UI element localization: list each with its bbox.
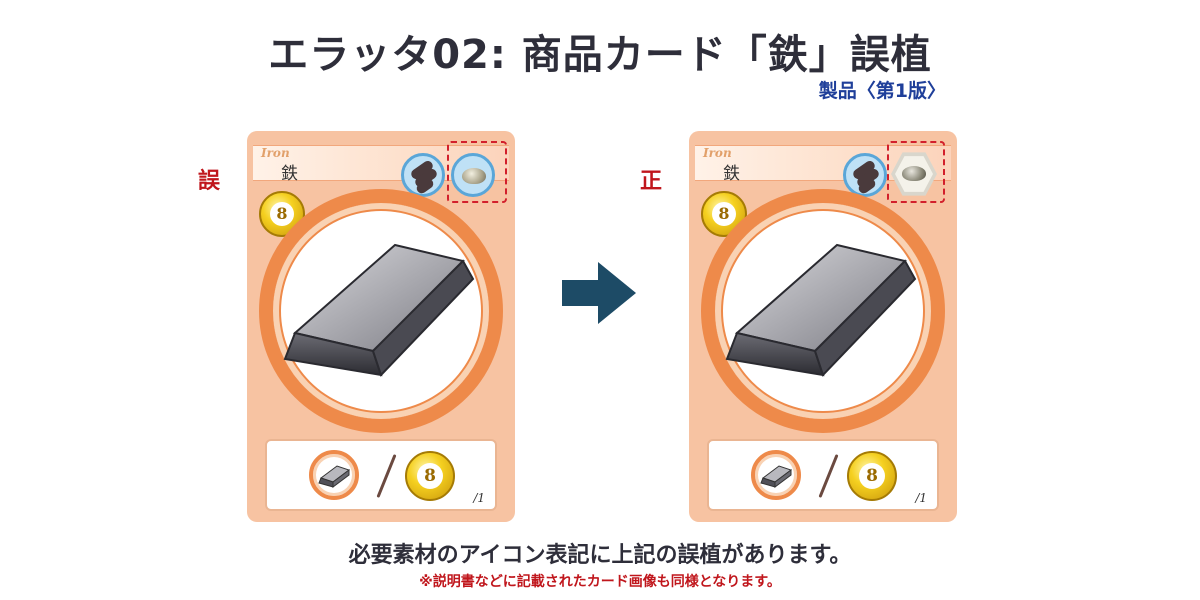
errata-subnote: ※説明書などに記載されたカード画像も同様となります。 <box>419 574 781 590</box>
card-japanese-name: 鉄 <box>281 164 298 184</box>
coin-value: 8 <box>712 202 736 226</box>
card-count: /1 <box>915 491 927 505</box>
right-label: 正 <box>640 169 663 194</box>
recipe-ingot-icon <box>309 450 359 500</box>
recipe-coin-icon: 8 <box>405 451 455 501</box>
card-wrong: Iron 鉄 8 <box>247 131 515 522</box>
recipe-slash-divider <box>818 454 839 498</box>
card-count: /1 <box>473 491 485 505</box>
iron-ore-resource-icon <box>891 152 937 196</box>
page-title: エラッタ02: 商品カード「鉄」誤植 <box>268 32 932 78</box>
recipe-ingot-icon <box>751 450 801 500</box>
errata-note: 必要素材のアイコン表記に上記の誤植があります。 <box>348 543 852 568</box>
arrow-right-icon <box>562 262 636 324</box>
wood-resource-icon <box>401 153 445 197</box>
edition-label: 製品〈第1版〉 <box>818 80 946 102</box>
card-right: Iron 鉄 8 8 /1 <box>689 131 957 522</box>
recipe-slash-divider <box>376 454 397 498</box>
coin-value: 8 <box>270 202 294 226</box>
recipe-box: 8 /1 <box>707 439 939 511</box>
iron-ingot-icon <box>283 243 475 377</box>
correction-highlight-box <box>887 141 945 203</box>
wrong-label: 誤 <box>198 169 221 194</box>
card-english-name: Iron <box>703 146 732 160</box>
stone-resource-icon <box>451 153 495 197</box>
wood-resource-icon <box>843 153 887 197</box>
error-highlight-box <box>447 141 507 203</box>
recipe-coin-icon: 8 <box>847 451 897 501</box>
recipe-coin-value: 8 <box>859 463 885 489</box>
iron-ingot-icon <box>725 243 917 377</box>
recipe-coin-value: 8 <box>417 463 443 489</box>
card-english-name: Iron <box>261 146 290 160</box>
card-japanese-name: 鉄 <box>723 164 740 184</box>
recipe-box: 8 /1 <box>265 439 497 511</box>
